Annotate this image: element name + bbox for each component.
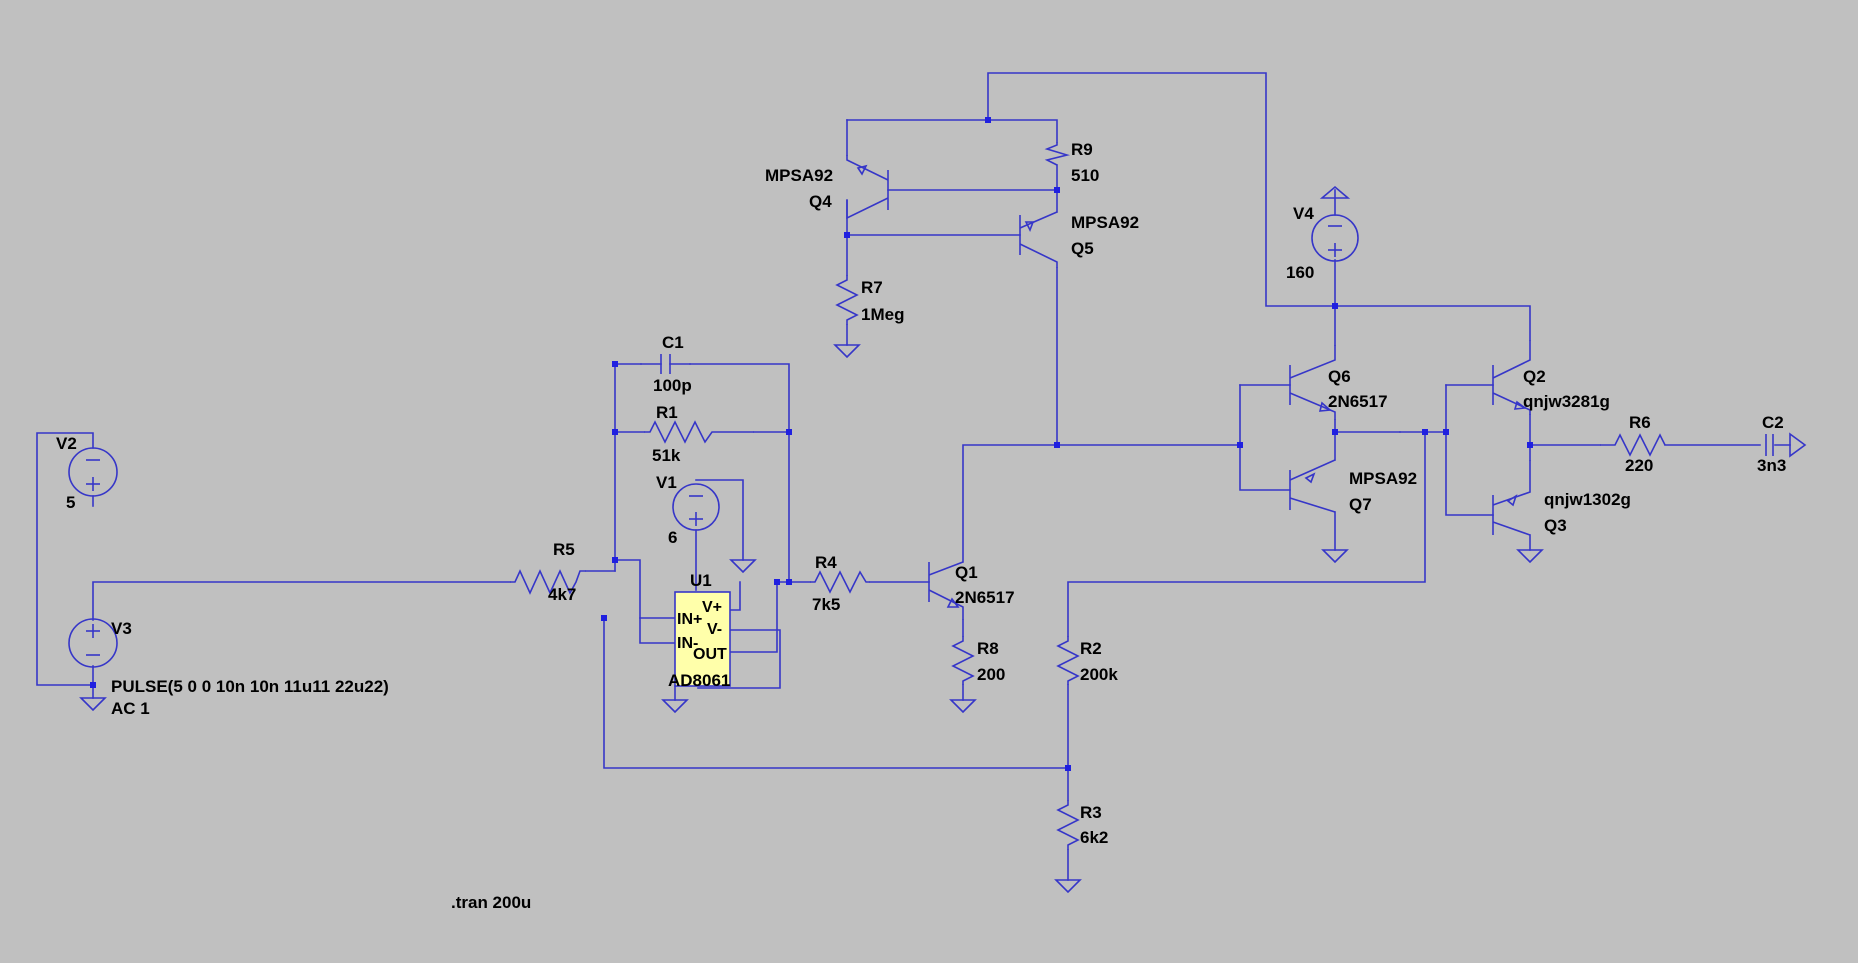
resistor-r9[interactable] [1044, 142, 1071, 166]
resistor-r6[interactable] [1600, 433, 1666, 457]
voltage-source-v4[interactable] [1311, 185, 1359, 262]
label-c1-ref: C1 [662, 333, 684, 352]
transistor-q1[interactable] [928, 561, 964, 620]
transistor-q6[interactable] [1289, 345, 1336, 420]
ground-symbols [79, 344, 1544, 894]
label-q2-ref: Q2 [1523, 367, 1546, 386]
voltage-source-v2[interactable] [68, 447, 118, 497]
label-q4-ref: Q4 [809, 192, 832, 211]
label-q6-model: 2N6517 [1328, 392, 1388, 411]
transistor-q5[interactable] [1019, 211, 1058, 268]
label-r6-ref: R6 [1629, 413, 1651, 432]
label-v4-value: 160 [1286, 263, 1314, 282]
transistor-q2[interactable] [1492, 340, 1531, 415]
ground-icon [79, 697, 107, 712]
label-v3-ac: AC 1 [111, 699, 150, 718]
resistor-r5[interactable] [510, 569, 586, 595]
label-v2-value: 5 [66, 493, 75, 512]
voltage-source-v1[interactable] [672, 483, 720, 531]
ground-icon [1516, 549, 1544, 564]
resistor-r1[interactable] [644, 420, 754, 444]
label-r2-value: 200k [1080, 665, 1118, 684]
label-c1-value: 100p [653, 376, 692, 395]
ground-icon [833, 344, 861, 359]
label-r6-value: 220 [1625, 456, 1653, 475]
ground-icon [661, 699, 689, 714]
pin-out: OUT [693, 646, 727, 663]
label-u1-ref: U1 [690, 571, 712, 590]
label-v4-ref: V4 [1293, 204, 1314, 223]
label-r4-value: 7k5 [812, 595, 840, 614]
label-r7-ref: R7 [861, 278, 883, 297]
label-r1-ref: R1 [656, 403, 678, 422]
label-v3-value: PULSE(5 0 0 10n 10n 11u11 22u22) [111, 677, 389, 696]
transistor-q4[interactable] [846, 155, 889, 220]
ground-icon [949, 699, 977, 714]
label-q5-model: MPSA92 [1071, 213, 1139, 232]
label-r9-ref: R9 [1071, 140, 1093, 159]
label-r5-value: 4k7 [548, 585, 576, 604]
label-r4-ref: R4 [815, 553, 837, 572]
wires [36, 72, 1791, 881]
ground-icon [1054, 879, 1082, 894]
label-q7-ref: Q7 [1349, 495, 1372, 514]
label-r7-value: 1Meg [861, 305, 904, 324]
label-q1-ref: Q1 [955, 563, 978, 582]
capacitor-c2[interactable] [1765, 432, 1807, 458]
resistor-r7[interactable] [835, 275, 859, 325]
label-q4-model: MPSA92 [765, 166, 833, 185]
label-r3-value: 6k2 [1080, 828, 1108, 847]
label-q1-model: 2N6517 [955, 588, 1015, 607]
transistor-q7[interactable] [1289, 459, 1336, 513]
label-r2-ref: R2 [1080, 639, 1102, 658]
pin-inn: IN- [677, 635, 698, 652]
labels: V2 5 V3 PULSE(5 0 0 10n 10n 11u11 22u22)… [56, 140, 1786, 912]
ground-icon [1321, 549, 1349, 564]
label-r8-value: 200 [977, 665, 1005, 684]
label-v3-ref: V3 [111, 619, 132, 638]
resistor-r3[interactable] [1056, 800, 1080, 850]
pin-vp: V+ [702, 599, 722, 616]
label-v2-ref: V2 [56, 434, 77, 453]
capacitor-c1[interactable] [640, 354, 691, 374]
label-r3-ref: R3 [1080, 803, 1102, 822]
label-v1-ref: V1 [656, 473, 677, 492]
label-q6-ref: Q6 [1328, 367, 1351, 386]
spice-directive[interactable]: .tran 200u [451, 893, 531, 912]
label-q3-model: qnjw1302g [1544, 490, 1631, 509]
label-v1-value: 6 [668, 528, 677, 547]
opamp-u1[interactable]: IN+ IN- V+ V- OUT [674, 591, 731, 687]
pin-inp: IN+ [677, 611, 702, 628]
ground-icon [729, 559, 757, 574]
label-c2-ref: C2 [1762, 413, 1784, 432]
label-q5-ref: Q5 [1071, 239, 1094, 258]
label-r8-ref: R8 [977, 639, 999, 658]
label-r5-ref: R5 [553, 540, 575, 559]
label-r1-value: 51k [652, 446, 681, 465]
pin-vn: V- [707, 621, 722, 638]
label-q7-model: MPSA92 [1349, 469, 1417, 488]
label-q3-ref: Q3 [1544, 516, 1567, 535]
label-q2-model: qnjw3281g [1523, 392, 1610, 411]
label-u1-model: AD8061 [668, 671, 730, 690]
label-r9-value: 510 [1071, 166, 1099, 185]
voltage-source-v3[interactable] [68, 618, 118, 668]
resistor-r4[interactable] [810, 570, 870, 594]
junction-dots [90, 117, 1533, 771]
resistor-r8[interactable] [951, 636, 975, 685]
resistor-r2[interactable] [1056, 636, 1080, 685]
transistor-q3[interactable] [1492, 460, 1531, 536]
label-c2-value: 3n3 [1757, 456, 1786, 475]
